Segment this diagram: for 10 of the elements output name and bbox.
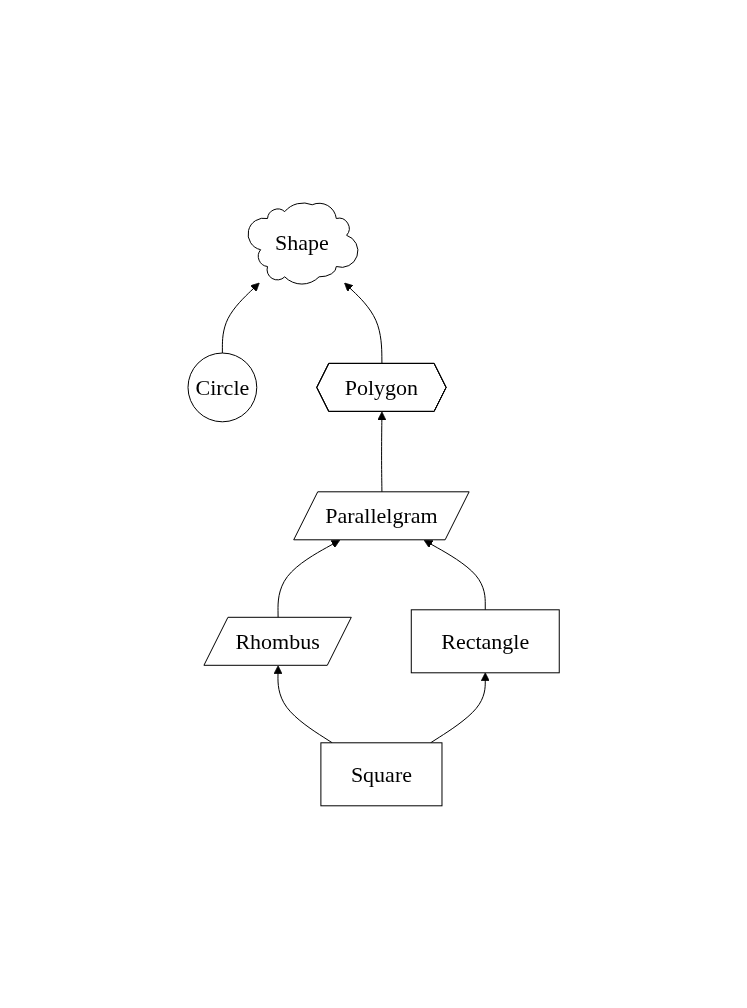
arrow	[377, 411, 387, 493]
node-box: Rectangle	[410, 608, 560, 673]
node-circle: Circle	[187, 352, 258, 422]
arrow	[221, 282, 260, 354]
arrow	[344, 282, 383, 364]
arrow	[430, 672, 490, 743]
node-box: Square	[320, 741, 443, 806]
arrow	[277, 539, 340, 618]
arrow	[423, 539, 486, 610]
arrow	[273, 665, 333, 743]
